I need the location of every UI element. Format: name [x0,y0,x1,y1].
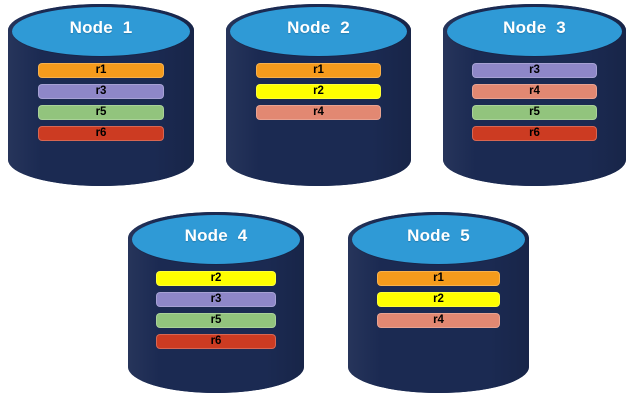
record-bar[interactable]: r6 [156,333,276,349]
record-bar[interactable]: r3 [472,63,597,79]
record-bar[interactable]: r6 [472,126,597,142]
record-bar[interactable]: r6 [37,126,165,142]
node-label: Node 4 [184,225,248,245]
node-label: Node 3 [503,17,566,37]
record-list: r1 r2 r4 [255,63,382,126]
record-bar[interactable]: r2 [156,270,276,286]
cylinder-top-ellipse-icon [131,214,301,264]
node-label: Node 2 [287,17,350,37]
record-list: r1 r2 r4 [376,270,501,334]
record-bar[interactable]: r1 [37,63,165,79]
cylinder-top-ellipse-icon [230,6,407,56]
record-bar[interactable]: r3 [156,291,276,307]
record-bar[interactable]: r2 [376,291,501,307]
record-bar[interactable]: r2 [255,84,382,100]
record-bar[interactable]: r5 [156,312,276,328]
record-bar[interactable]: r3 [37,84,165,100]
cylinder-top-ellipse-icon [447,6,622,56]
record-list: r3 r4 r5 r6 [472,63,597,147]
database-node-1[interactable]: Node 1 r1 r3 r5 r6 [8,4,194,186]
record-bar[interactable]: r5 [472,105,597,121]
record-bar[interactable]: r1 [255,63,382,79]
database-node-5[interactable]: Node 5 r1 r2 r4 [348,212,529,393]
database-node-2[interactable]: Node 2 r1 r2 r4 [226,4,411,186]
record-list: r1 r3 r5 r6 [37,63,165,147]
database-node-4[interactable]: Node 4 r2 r3 r5 r6 [128,212,304,393]
node-label: Node 5 [407,225,470,245]
database-node-3[interactable]: Node 3 r3 r4 r5 r6 [443,4,626,186]
record-bar[interactable]: r4 [255,105,382,121]
node-label: Node 1 [69,17,133,37]
record-list: r2 r3 r5 r6 [156,270,276,355]
record-bar[interactable]: r5 [37,105,165,121]
cylinder-top-ellipse-icon [12,6,190,56]
record-bar[interactable]: r1 [376,270,501,286]
record-bar[interactable]: r4 [376,312,501,328]
record-bar[interactable]: r4 [472,84,597,100]
cylinder-top-ellipse-icon [351,214,525,264]
